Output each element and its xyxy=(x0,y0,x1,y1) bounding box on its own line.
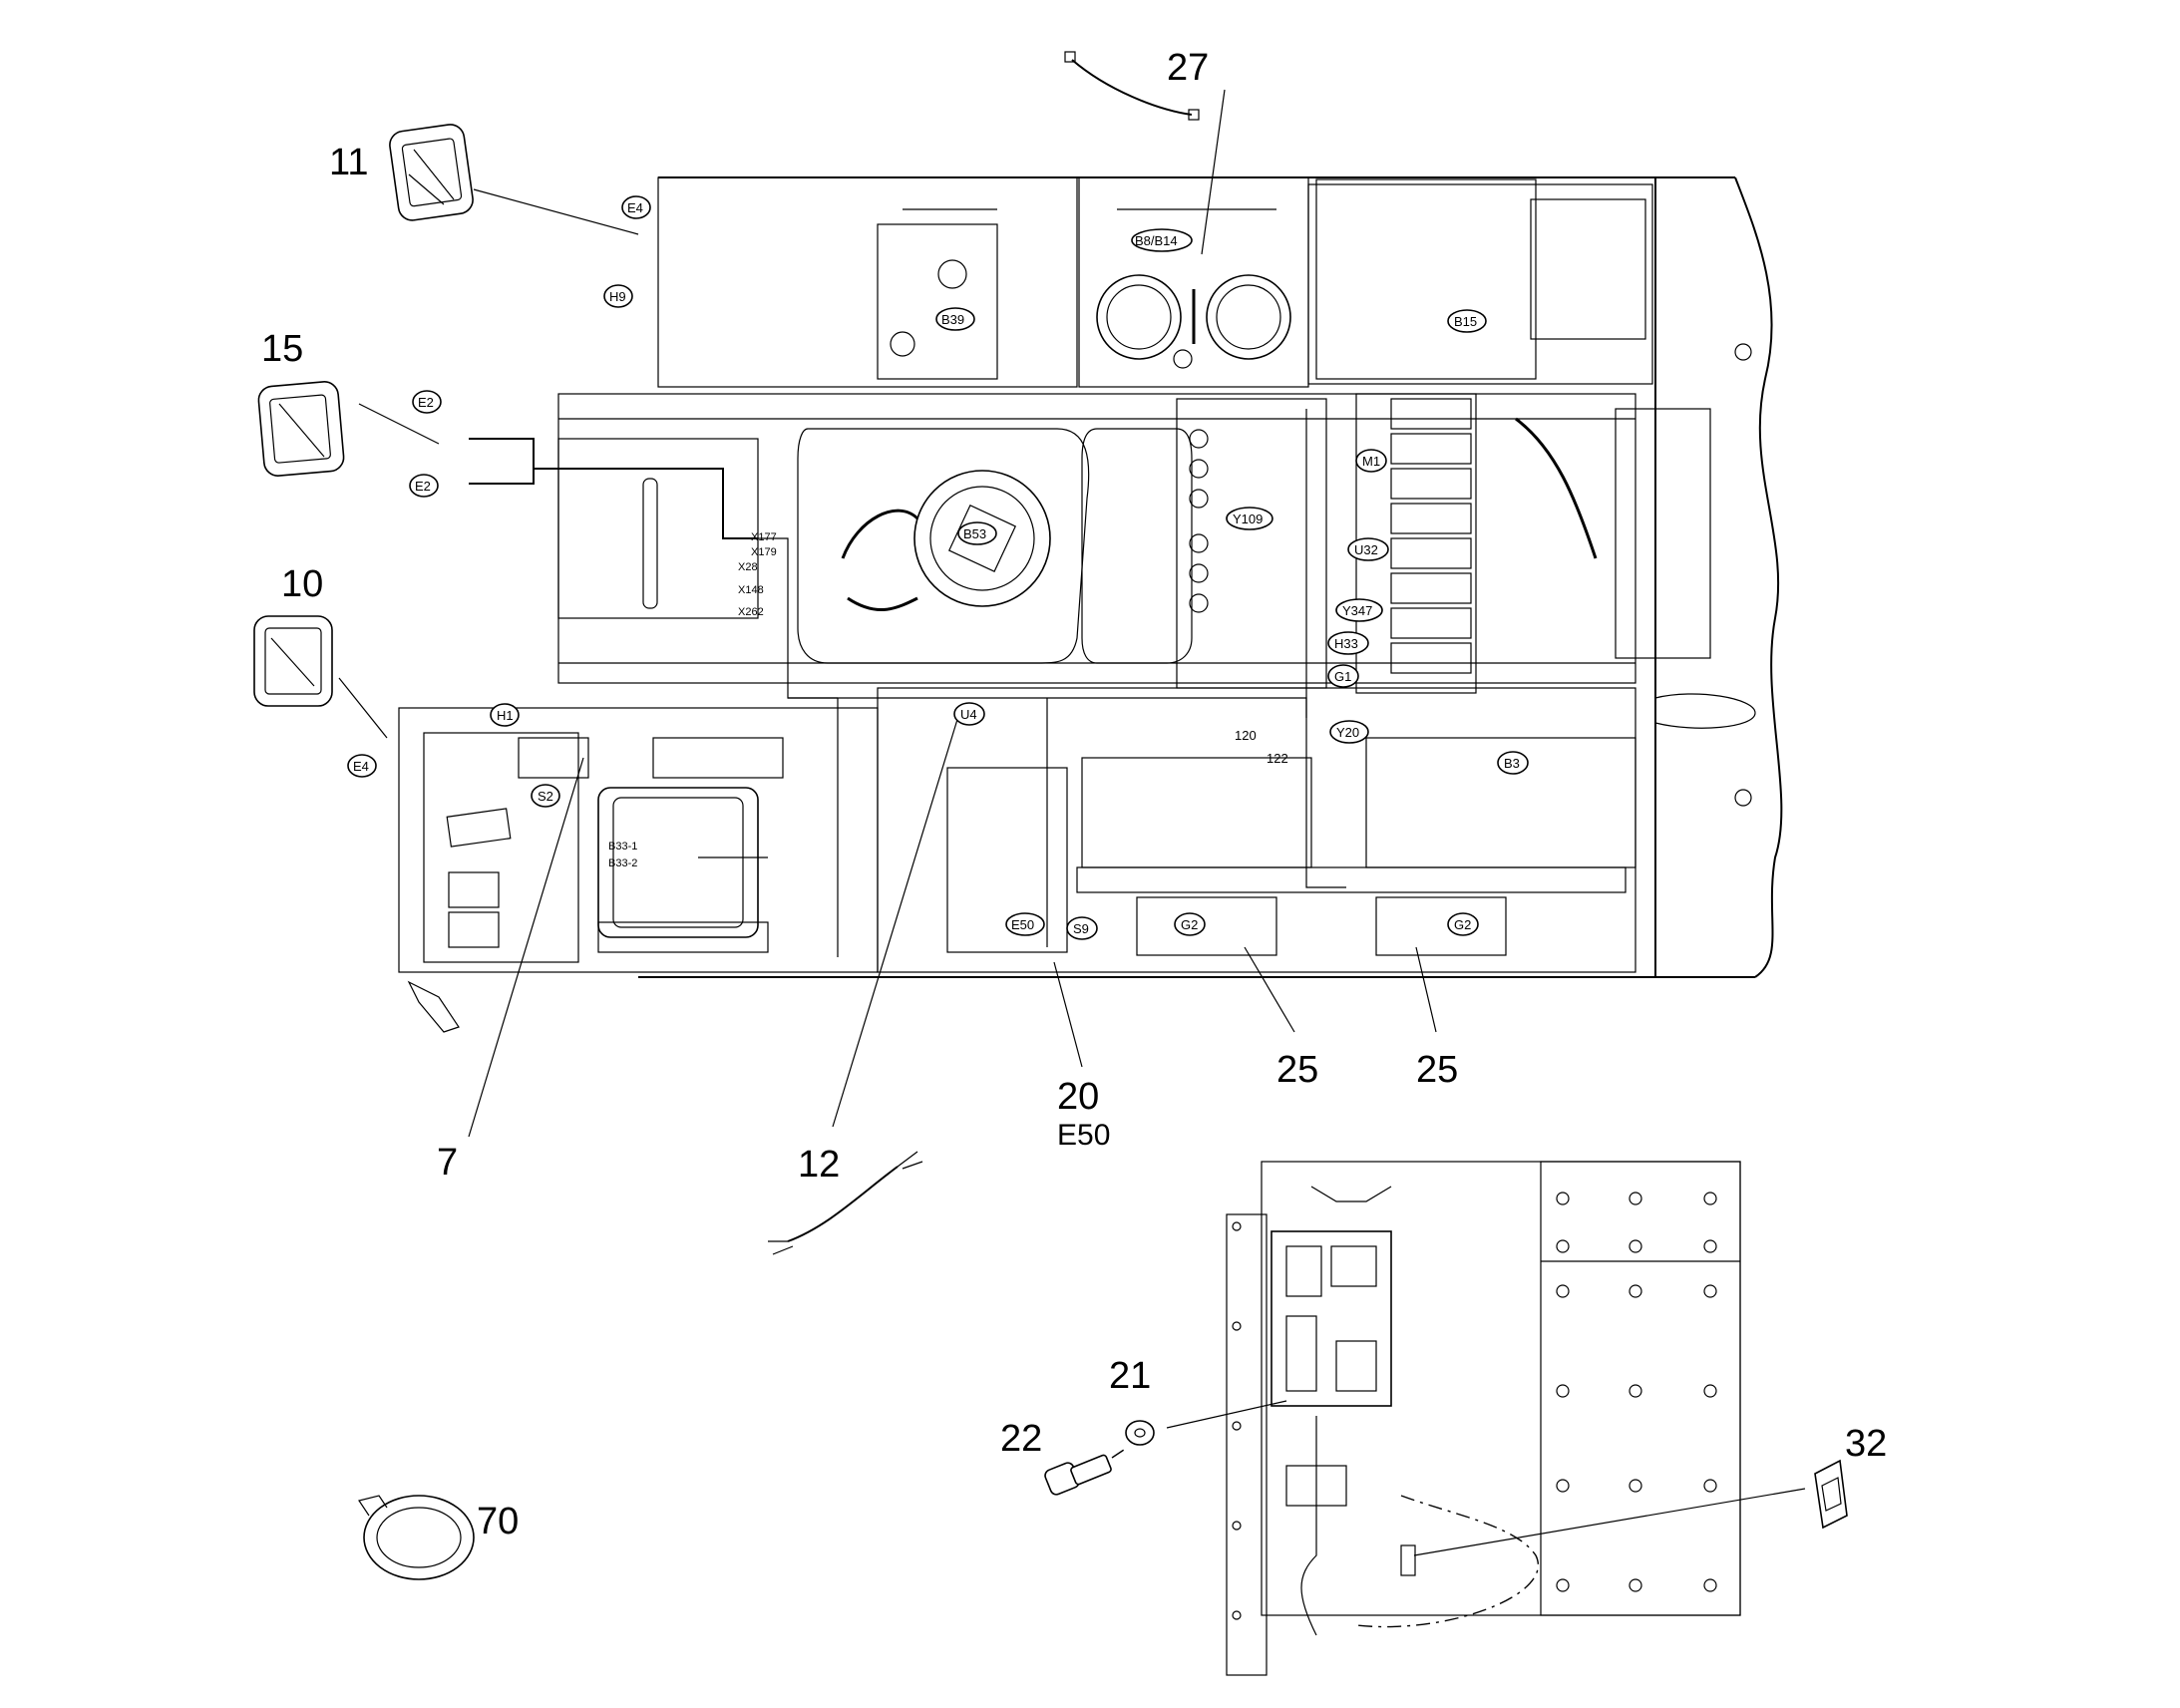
tag-g1: G1 xyxy=(1334,669,1351,684)
callout-7: 7 xyxy=(437,1142,458,1184)
callout-27: 27 xyxy=(1167,47,1209,89)
engine-cylinders xyxy=(1390,398,1472,674)
tag-s2: S2 xyxy=(538,789,553,804)
callout-20-sub: E50 xyxy=(1057,1119,1110,1152)
work-light-11-icon xyxy=(389,124,474,221)
callout-10: 10 xyxy=(281,563,323,605)
tag-h33: H33 xyxy=(1334,636,1358,651)
callout-15: 15 xyxy=(261,328,303,370)
callout-12: 12 xyxy=(798,1144,840,1186)
valve-ports xyxy=(1189,429,1209,613)
harness-label-122: 122 xyxy=(1267,751,1288,766)
tag-g2-right: G2 xyxy=(1454,917,1471,932)
cable-27-icon xyxy=(1064,51,1200,121)
work-light-15-icon xyxy=(257,381,345,477)
tag-h1: H1 xyxy=(497,708,514,723)
tag-y109: Y109 xyxy=(1233,512,1263,526)
tag-h9: H9 xyxy=(609,289,626,304)
harness-label-120: 120 xyxy=(1235,728,1257,743)
connector-x148: X148 xyxy=(738,584,764,596)
cable-12-icon xyxy=(768,1151,923,1255)
connector-x262: X262 xyxy=(738,606,764,618)
tag-b53: B53 xyxy=(963,526,986,541)
tag-g2-left: G2 xyxy=(1181,917,1198,932)
tag-e4-top: E4 xyxy=(627,200,643,215)
tag-e2-top: E2 xyxy=(418,395,434,410)
tag-b33-2: B33-2 xyxy=(608,857,637,869)
callout-21: 21 xyxy=(1109,1355,1151,1397)
tag-y20: Y20 xyxy=(1336,725,1359,740)
inset-bolts xyxy=(1232,1192,1717,1620)
tag-e2-bottom: E2 xyxy=(415,479,431,494)
tag-e50: E50 xyxy=(1011,917,1034,932)
tag-b3: B3 xyxy=(1504,756,1520,771)
tag-y347: Y347 xyxy=(1342,603,1372,618)
callout-11: 11 xyxy=(329,142,368,183)
bolt-22-icon xyxy=(1044,1454,1112,1496)
tag-b15: B15 xyxy=(1454,314,1477,329)
machine-frame xyxy=(398,176,1783,1033)
connector-labels: X177 X179 X28 X148 X262 xyxy=(738,531,777,618)
tag-b8-b14: B8/B14 xyxy=(1135,233,1178,248)
clip-32-icon xyxy=(1814,1459,1848,1530)
tag-u32: U32 xyxy=(1354,542,1378,557)
detail-inset xyxy=(1226,1161,1741,1676)
work-light-10-icon xyxy=(253,615,333,707)
tag-b39: B39 xyxy=(941,312,964,327)
connector-x28: X28 xyxy=(738,561,758,573)
callout-20: 20 xyxy=(1057,1076,1099,1118)
tag-s9: S9 xyxy=(1073,921,1089,936)
washer-21-icon xyxy=(1125,1420,1155,1446)
connector-x179: X179 xyxy=(751,546,777,558)
callout-25-left: 25 xyxy=(1276,1049,1318,1091)
callout-70: 70 xyxy=(477,1501,519,1542)
callout-25-right: 25 xyxy=(1416,1049,1458,1091)
tag-e4-bottom: E4 xyxy=(353,759,369,774)
component-tags: E4 H9 E2 E2 E4 H1 S2 B33-1 B33-2 B39 B8/… xyxy=(347,195,1529,940)
tag-b33-1: B33-1 xyxy=(608,841,637,853)
callout-22: 22 xyxy=(1000,1418,1042,1460)
callout-32: 32 xyxy=(1845,1423,1887,1465)
tag-m1: M1 xyxy=(1362,454,1380,469)
connector-x177: X177 xyxy=(751,531,777,543)
tag-u4: U4 xyxy=(960,707,977,722)
cable-tie-70-icon xyxy=(358,1495,475,1580)
